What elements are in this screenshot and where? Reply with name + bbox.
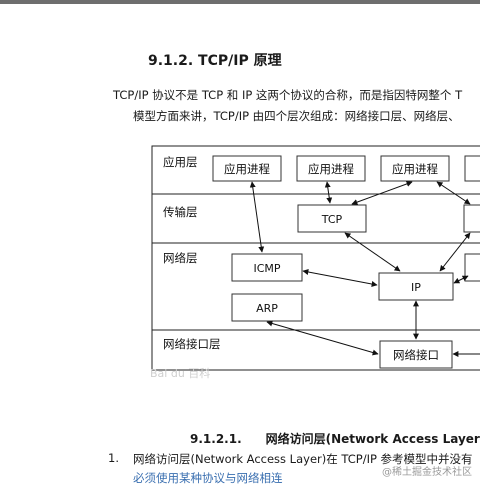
app-process-label: 应用进程 bbox=[224, 162, 270, 176]
tcp-box bbox=[297, 204, 367, 233]
label-transport-layer: 传输层 bbox=[163, 205, 198, 219]
arrow-ip-igmp bbox=[453, 275, 469, 284]
paragraph-line-2: 模型方面来讲，TCP/IP 由四个层次组成：网络接口层、网络层、 bbox=[133, 109, 460, 123]
arrow-arp-interface bbox=[266, 320, 379, 356]
arrow-app-icmp bbox=[249, 181, 265, 253]
section-heading: 9.1.2. TCP/IP 原理 bbox=[148, 53, 282, 69]
arrow-icmp-ip bbox=[302, 269, 378, 287]
app-process-box bbox=[212, 155, 282, 182]
list-item-number: 1. bbox=[108, 451, 119, 465]
app-process-box-partial bbox=[464, 155, 480, 182]
arrow-tcp-ip bbox=[344, 232, 401, 272]
icmp-box bbox=[231, 253, 303, 282]
ip-box bbox=[378, 272, 454, 301]
udp-box-partial bbox=[463, 204, 480, 233]
paragraph-line-1: TCP/IP 协议不是 TCP 和 IP 这两个协议的合称，而是指因特网整个 T bbox=[113, 88, 463, 102]
corner-watermark: @稀土掘金技术社区 bbox=[382, 467, 472, 478]
app-process-label: 应用进程 bbox=[308, 162, 354, 176]
list-item-continuation: 必须使用某种协议与网络相连 bbox=[133, 471, 283, 485]
top-bar bbox=[0, 0, 480, 4]
igmp-box-partial bbox=[464, 253, 480, 282]
arp-box bbox=[231, 293, 303, 322]
icmp-label: ICMP bbox=[253, 262, 280, 275]
net-interface-box bbox=[379, 340, 453, 369]
app-process-label: 应用进程 bbox=[392, 162, 438, 176]
arrow-app-udp bbox=[436, 181, 471, 205]
subsection-title: 网络访问层(Network Access Layer) bbox=[265, 432, 480, 446]
arrow-udp-ip bbox=[439, 232, 471, 272]
subsection-heading: 9.1.2.1. 网络访问层(Network Access Layer) bbox=[190, 430, 480, 447]
arp-label: ARP bbox=[256, 302, 278, 315]
arrow-app-tcp bbox=[324, 181, 333, 204]
net-interface-label: 网络接口 bbox=[393, 348, 439, 362]
tcpip-layer-diagram: 应用层 传输层 网络层 网络接口层 应用进程 应用进程 应用进程 TCP ICM… bbox=[151, 145, 480, 371]
arrow-app-tcp-2 bbox=[351, 181, 413, 205]
list-item-text: 网络访问层(Network Access Layer)在 TCP/IP 参考模型… bbox=[133, 452, 473, 466]
baidu-watermark: Bai du 百科 bbox=[150, 367, 211, 380]
label-interface-layer: 网络接口层 bbox=[163, 337, 221, 351]
label-application-layer: 应用层 bbox=[163, 155, 198, 169]
ip-label: IP bbox=[411, 281, 421, 294]
subsection-number: 9.1.2.1. bbox=[190, 432, 242, 446]
app-process-box bbox=[296, 155, 366, 182]
app-process-box bbox=[380, 155, 450, 182]
tcp-label: TCP bbox=[321, 213, 343, 226]
label-network-layer: 网络层 bbox=[163, 251, 198, 265]
